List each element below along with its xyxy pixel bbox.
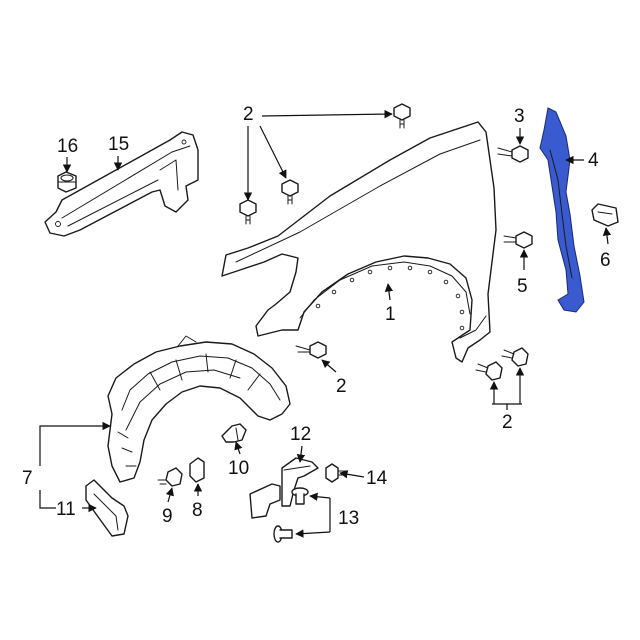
part-4-seal-highlighted [539, 107, 585, 313]
bolt-2-right-a [475, 361, 503, 381]
bolt-2-left-lower [239, 199, 257, 225]
callout-2-right: 2 [502, 412, 513, 433]
callout-2-middle: 2 [336, 376, 347, 397]
callout-11: 11 [56, 499, 76, 520]
callout-6: 6 [600, 250, 611, 271]
bolt-2-middle [295, 341, 327, 359]
callout-15: 15 [108, 134, 129, 155]
bolt-3 [497, 145, 529, 163]
callout-9: 9 [162, 506, 173, 527]
part-10-push-pin [221, 423, 247, 443]
callout-labels: 16 15 2 3 4 6 5 1 2 2 7 11 10 8 9 12 14 … [22, 104, 611, 529]
bolt-5 [503, 231, 533, 249]
part-8-clip [189, 457, 205, 483]
bolt-2-top [393, 103, 411, 129]
part-15-support-bracket [44, 131, 199, 237]
fastener-13-upper [291, 487, 309, 505]
fastener-13-lower [273, 525, 293, 543]
callout-12: 12 [290, 424, 311, 445]
callout-16: 16 [57, 136, 78, 157]
callout-13: 13 [338, 508, 359, 529]
callout-5: 5 [517, 276, 528, 297]
callout-1: 1 [385, 304, 396, 325]
part-6-clip-bracket [591, 203, 619, 227]
bolt-2-left-upper [281, 179, 299, 205]
callout-14: 14 [366, 468, 388, 489]
part-12-bracket [249, 457, 319, 519]
callout-2-top: 2 [243, 104, 254, 125]
fender-flange-holes [315, 265, 465, 331]
callout-4: 4 [588, 150, 599, 171]
callout-3: 3 [514, 106, 525, 127]
part-16-nut [57, 171, 77, 193]
bolt-9 [157, 467, 183, 487]
part-7-fender-liner [107, 335, 291, 483]
leader-lines [39, 109, 612, 538]
part-1-fender [221, 121, 497, 363]
callout-10: 10 [228, 458, 249, 479]
bolt-2-right-b [501, 347, 529, 367]
callout-8: 8 [192, 500, 203, 521]
callout-7: 7 [22, 468, 33, 489]
part-13-fasteners [273, 487, 309, 543]
